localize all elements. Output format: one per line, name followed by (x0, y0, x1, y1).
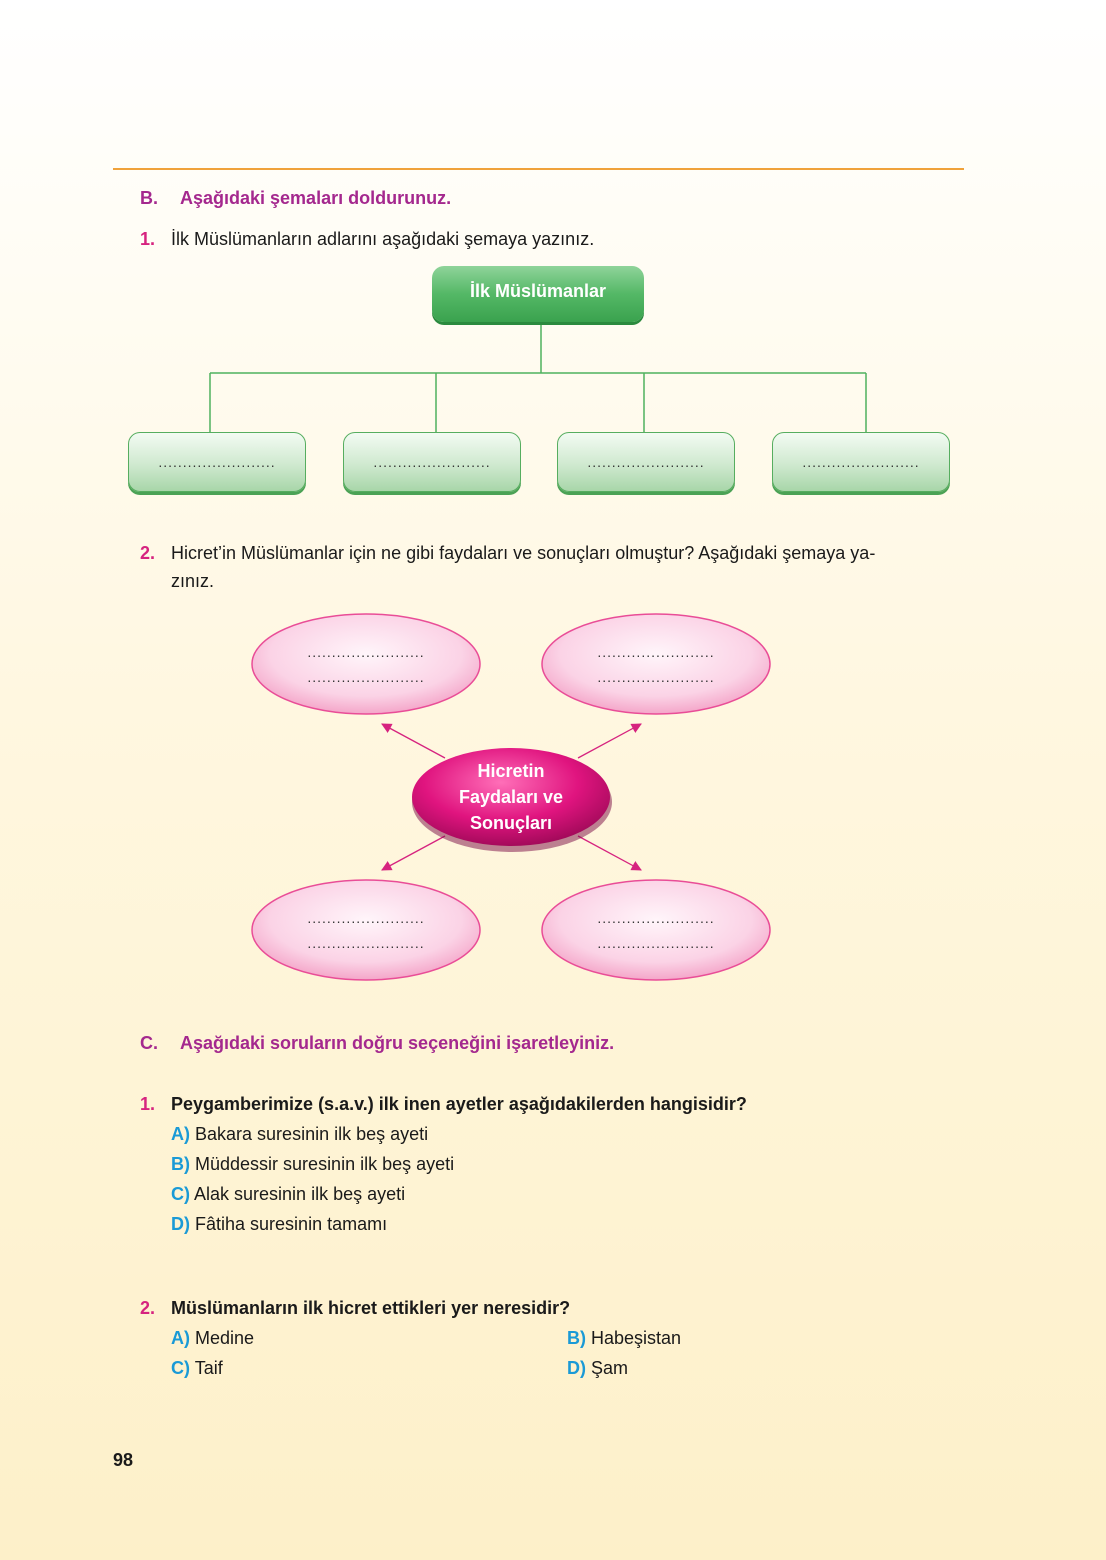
c2-option-b-text: Habeşistan (591, 1328, 682, 1348)
section-c-title: Aşağıdaki soruların doğru seçeneğini işa… (180, 1033, 615, 1053)
b-question-1-number: 1. (140, 229, 156, 249)
center-label-line-2: Faydaları ve (459, 787, 563, 807)
c2-option-a-text: Medine (195, 1328, 255, 1348)
arrow-top-left (381, 723, 446, 759)
benefit-ellipse-top-left[interactable] (251, 613, 481, 715)
c2-option-d-text: Şam (591, 1358, 629, 1378)
section-c-heading: C. Aşağıdaki soruların doğru seçeneğini i… (140, 1033, 614, 1054)
page-number: 98 (113, 1450, 134, 1470)
benefit-ellipse-bottom-right[interactable] (541, 879, 771, 981)
top-rule (113, 168, 964, 170)
dots-bottom-right-2: ........................ (597, 935, 714, 951)
c-question-2: 2. Müslümanların ilk hicret ettikleri yer… (140, 1293, 570, 1323)
section-b-title: Aşağıdaki şemaları doldurunuz. (180, 188, 452, 208)
center-label-line-3: Sonuçları (470, 813, 552, 833)
c1-option-c[interactable]: C) Alak suresinin ilk beş ayeti (171, 1179, 405, 1209)
c1-option-b-text: Müddessir suresinin ilk beş ayeti (195, 1154, 455, 1174)
c-question-2-number: 2. (140, 1298, 156, 1318)
b-question-2-line-1: Hicret’in Müslümanlar için ne gibi fayda… (171, 543, 876, 563)
c1-option-d-letter: D) (171, 1214, 190, 1234)
c2-option-c-letter: C) (171, 1358, 190, 1378)
c-question-2-text: Müslümanların ilk hicret ettikleri yer n… (171, 1298, 571, 1318)
b-question-1-text: İlk Müslümanların adlarını aşağıdaki şem… (171, 229, 595, 249)
c2-option-b[interactable]: B) Habeşistan (567, 1323, 681, 1353)
arrow-top-right (577, 723, 642, 759)
c1-option-b-letter: B) (171, 1154, 190, 1174)
c2-option-d[interactable]: D) Şam (567, 1353, 628, 1383)
section-b-letter: B. (140, 188, 158, 208)
b-question-2-number: 2. (140, 543, 156, 563)
hicret-mind-map: ........................ ...............… (251, 613, 771, 981)
dots-top-right-2: ........................ (597, 669, 714, 685)
tree-leaf-box-2[interactable]: ........................ (343, 432, 521, 492)
c1-option-c-text: Alak suresinin ilk beş ayeti (194, 1184, 406, 1204)
b-question-2: 2. Hicret’in Müslümanlar için ne gibi fay… (140, 538, 875, 568)
tree-root-box: İlk Müslümanlar (432, 266, 644, 322)
c2-option-b-letter: B) (567, 1328, 586, 1348)
center-ellipse (412, 748, 610, 846)
section-c-letter: C. (140, 1033, 158, 1053)
dots-bottom-left-2: ........................ (307, 935, 424, 951)
arrow-bottom-left (381, 835, 446, 871)
benefit-ellipse-top-right[interactable] (541, 613, 771, 715)
tree-leaf-box-3[interactable]: ........................ (557, 432, 735, 492)
c2-option-c-text: Taif (194, 1358, 223, 1378)
c1-option-a-letter: A) (171, 1124, 190, 1144)
section-b-heading: B. Aşağıdaki şemaları doldurunuz. (140, 188, 451, 209)
tree-connector-lines (209, 324, 867, 432)
benefit-ellipse-bottom-left[interactable] (251, 879, 481, 981)
b-question-2-line-2: zınız. (171, 571, 215, 591)
c1-option-a-text: Bakara suresinin ilk beş ayeti (195, 1124, 429, 1144)
c-question-1-number: 1. (140, 1094, 156, 1114)
tree-leaf-box-4[interactable]: ........................ (772, 432, 950, 492)
c1-option-d[interactable]: D) Fâtiha suresinin tamamı (171, 1209, 387, 1239)
dots-bottom-right-1: ........................ (597, 910, 714, 926)
c1-option-d-text: Fâtiha suresinin tamamı (195, 1214, 388, 1234)
c1-option-a[interactable]: A) Bakara suresinin ilk beş ayeti (171, 1119, 428, 1149)
c2-option-c[interactable]: C) Taif (171, 1353, 223, 1383)
dots-top-right-1: ........................ (597, 644, 714, 660)
dots-top-left-2: ........................ (307, 669, 424, 685)
dots-bottom-left-1: ........................ (307, 910, 424, 926)
tree-leaf-box-1[interactable]: ........................ (128, 432, 306, 492)
c1-option-c-letter: C) (171, 1184, 190, 1204)
c1-option-b[interactable]: B) Müddessir suresinin ilk beş ayeti (171, 1149, 454, 1179)
c-question-1: 1. Peygamberimize (s.a.v.) ilk inen ayetl… (140, 1089, 747, 1119)
c-question-1-text: Peygamberimize (s.a.v.) ilk inen ayetler… (171, 1094, 747, 1114)
center-label-line-1: Hicretin (477, 761, 544, 781)
arrow-bottom-right (577, 835, 642, 871)
b-question-1: 1. İlk Müslümanların adlarını aşağıdaki ş… (140, 224, 594, 254)
c2-option-d-letter: D) (567, 1358, 586, 1378)
dots-top-left-1: ........................ (307, 644, 424, 660)
c2-option-a[interactable]: A) Medine (171, 1323, 254, 1353)
c2-option-a-letter: A) (171, 1328, 190, 1348)
